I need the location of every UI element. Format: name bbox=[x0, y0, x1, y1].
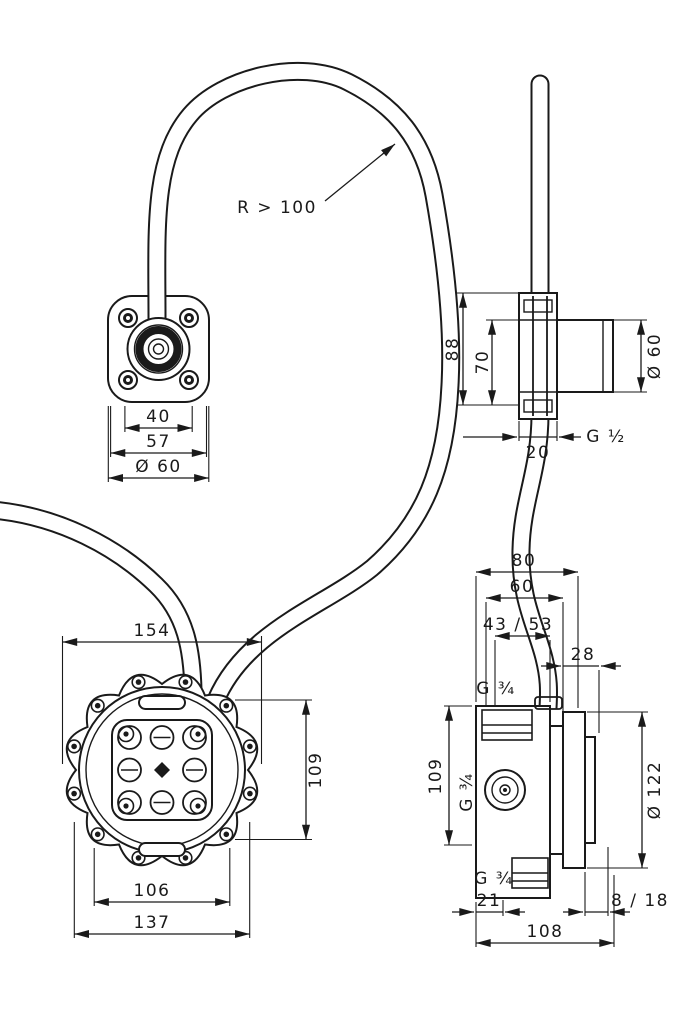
top-slot bbox=[138, 695, 186, 710]
label-43-53: 43 / 53 bbox=[483, 615, 553, 635]
label-57: 57 bbox=[146, 432, 171, 452]
label-108: 108 bbox=[527, 922, 564, 942]
hose-core bbox=[513, 413, 556, 709]
basic-body-side-view: 80 60 43 / 53 28 G ¾ 109 G ¾ Ø 122 G ¾ 2… bbox=[426, 551, 669, 948]
flange-screw bbox=[135, 679, 142, 685]
plate-screw bbox=[123, 731, 129, 737]
basic-body-front-view: 154 109 106 137 bbox=[61, 621, 326, 939]
label-109-side: 109 bbox=[426, 758, 446, 795]
function-port bbox=[117, 790, 142, 815]
label-88: 88 bbox=[443, 337, 463, 362]
center-diamond bbox=[154, 762, 170, 778]
holder-side-view: 88 70 Ø 60 20 G ½ bbox=[443, 292, 665, 463]
label-dia60-side: Ø 60 bbox=[645, 333, 665, 379]
label-dia60-front: Ø 60 bbox=[135, 457, 181, 477]
screw-hole bbox=[126, 316, 130, 320]
side-port bbox=[484, 769, 526, 811]
label-80: 80 bbox=[512, 551, 537, 571]
flange-screw bbox=[94, 831, 101, 838]
hose-fitting bbox=[534, 696, 563, 710]
plate-detail bbox=[523, 299, 553, 313]
flange-screw bbox=[223, 702, 230, 709]
flange-screw bbox=[71, 743, 77, 750]
label-154: 154 bbox=[134, 621, 171, 641]
function-port bbox=[182, 725, 207, 750]
rim-step bbox=[584, 736, 596, 844]
screw-hole bbox=[126, 378, 130, 382]
label-21: 21 bbox=[477, 891, 502, 911]
bend-radius-annotation: R > 100 bbox=[237, 143, 396, 218]
label-bend-radius: R > 100 bbox=[237, 198, 317, 218]
flange-screw bbox=[182, 679, 189, 685]
function-port bbox=[117, 725, 142, 750]
shower-hose-loop bbox=[147, 61, 461, 705]
label-g34-side: G ¾ bbox=[457, 772, 477, 812]
bottom-slot bbox=[138, 842, 186, 857]
leader-line bbox=[324, 143, 396, 202]
function-port bbox=[117, 757, 142, 783]
plate-screw bbox=[195, 731, 201, 737]
flange-screw bbox=[223, 831, 230, 838]
side-port bbox=[491, 776, 519, 804]
body-flange bbox=[549, 725, 564, 855]
holder-cylinder bbox=[556, 319, 614, 393]
flange-screw bbox=[182, 855, 189, 861]
label-28: 28 bbox=[571, 645, 596, 665]
label-g12-thread: G ½ bbox=[586, 427, 626, 447]
plate-screw bbox=[195, 803, 201, 809]
screw-hole bbox=[187, 378, 191, 382]
label-20: 20 bbox=[526, 443, 551, 463]
boss-ring bbox=[135, 326, 182, 372]
riser-hose bbox=[511, 74, 558, 709]
holder-front-dimensions: 40 57 Ø 60 bbox=[107, 406, 210, 483]
holder-front-boss bbox=[126, 317, 191, 381]
label-g34-top: G ¾ bbox=[476, 679, 516, 699]
label-60: 60 bbox=[510, 577, 535, 597]
function-port bbox=[149, 790, 175, 815]
boss-ring bbox=[133, 324, 184, 374]
function-port bbox=[182, 757, 207, 783]
screw-hole bbox=[187, 316, 191, 320]
function-port bbox=[182, 790, 207, 815]
front-rim bbox=[562, 711, 586, 869]
plate-screw bbox=[123, 803, 129, 809]
hose-core bbox=[149, 63, 459, 704]
label-g34-bottom: G ¾ bbox=[474, 869, 514, 889]
function-port bbox=[149, 725, 175, 750]
label-106: 106 bbox=[134, 881, 171, 901]
boss-ring bbox=[147, 338, 170, 360]
wall-hose bbox=[0, 501, 203, 691]
flange-screws bbox=[66, 674, 257, 866]
plate-detail bbox=[523, 399, 553, 413]
label-dia122: Ø 122 bbox=[645, 761, 665, 820]
label-109-front: 109 bbox=[306, 752, 326, 789]
flange-screw bbox=[247, 743, 253, 750]
label-70: 70 bbox=[473, 350, 493, 375]
hose-core bbox=[0, 503, 201, 691]
flange-screw bbox=[71, 790, 77, 797]
flange-screw bbox=[94, 702, 101, 709]
flange-screw bbox=[247, 790, 253, 797]
flange-screw bbox=[135, 855, 142, 861]
side-port bbox=[503, 788, 507, 792]
boss-ring bbox=[152, 343, 165, 355]
side-port bbox=[499, 784, 511, 796]
label-137: 137 bbox=[134, 913, 171, 933]
label-40: 40 bbox=[146, 407, 171, 427]
label-8-18: 8 / 18 bbox=[611, 891, 669, 911]
